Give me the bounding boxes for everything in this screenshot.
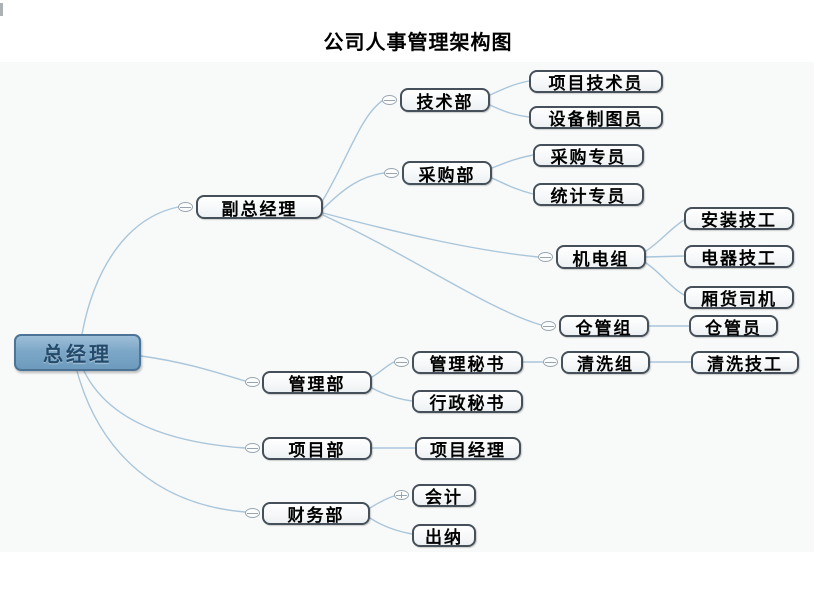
collapse-icon[interactable] bbox=[245, 443, 260, 453]
node-project-technician[interactable]: 项目技术员 bbox=[529, 70, 663, 93]
node-cashier[interactable]: 出纳 bbox=[412, 524, 476, 547]
node-general-manager[interactable]: 总经理 bbox=[14, 334, 141, 371]
node-van-driver[interactable]: 厢货司机 bbox=[684, 286, 794, 309]
collapse-icon[interactable] bbox=[394, 357, 409, 367]
node-installation-technician[interactable]: 安装技工 bbox=[684, 207, 794, 230]
node-accountant[interactable]: 会计 bbox=[412, 484, 476, 507]
collapse-icon[interactable] bbox=[543, 357, 558, 367]
node-management-secretary[interactable]: 管理秘书 bbox=[412, 351, 523, 374]
node-electromechanical-group[interactable]: 机电组 bbox=[556, 245, 646, 269]
diagram-title: 公司人事管理架构图 bbox=[323, 32, 513, 54]
node-technology-dept[interactable]: 技术部 bbox=[400, 88, 490, 112]
node-project-manager[interactable]: 项目经理 bbox=[415, 437, 521, 460]
node-electrician-technician[interactable]: 电器技工 bbox=[684, 245, 794, 268]
node-management-dept[interactable]: 管理部 bbox=[262, 371, 372, 394]
collapse-icon[interactable] bbox=[245, 377, 260, 387]
node-cleaning-technician[interactable]: 清洗技工 bbox=[691, 351, 799, 374]
collapse-icon[interactable] bbox=[384, 168, 399, 178]
collapse-icon[interactable] bbox=[382, 95, 397, 105]
collapse-icon[interactable] bbox=[541, 321, 556, 331]
node-warehouse-group[interactable]: 仓管组 bbox=[559, 315, 649, 338]
node-warehouse-keeper[interactable]: 仓管员 bbox=[689, 315, 778, 338]
node-finance-dept[interactable]: 财务部 bbox=[262, 502, 370, 525]
expand-icon[interactable] bbox=[394, 490, 409, 500]
node-purchasing-specialist[interactable]: 采购专员 bbox=[533, 144, 644, 167]
node-admin-secretary[interactable]: 行政秘书 bbox=[412, 390, 523, 413]
node-statistics-specialist[interactable]: 统计专员 bbox=[533, 183, 644, 206]
node-equipment-draftsman[interactable]: 设备制图员 bbox=[529, 106, 663, 129]
node-purchasing-dept[interactable]: 采购部 bbox=[402, 161, 492, 185]
node-deputy-general-manager[interactable]: 副总经理 bbox=[196, 195, 323, 219]
collapse-icon[interactable] bbox=[178, 202, 193, 212]
node-cleaning-group[interactable]: 清洗组 bbox=[561, 351, 650, 374]
window-edge-mark bbox=[0, 3, 3, 16]
node-project-dept[interactable]: 项目部 bbox=[262, 437, 372, 460]
collapse-icon[interactable] bbox=[245, 508, 260, 518]
collapse-icon[interactable] bbox=[538, 252, 553, 262]
